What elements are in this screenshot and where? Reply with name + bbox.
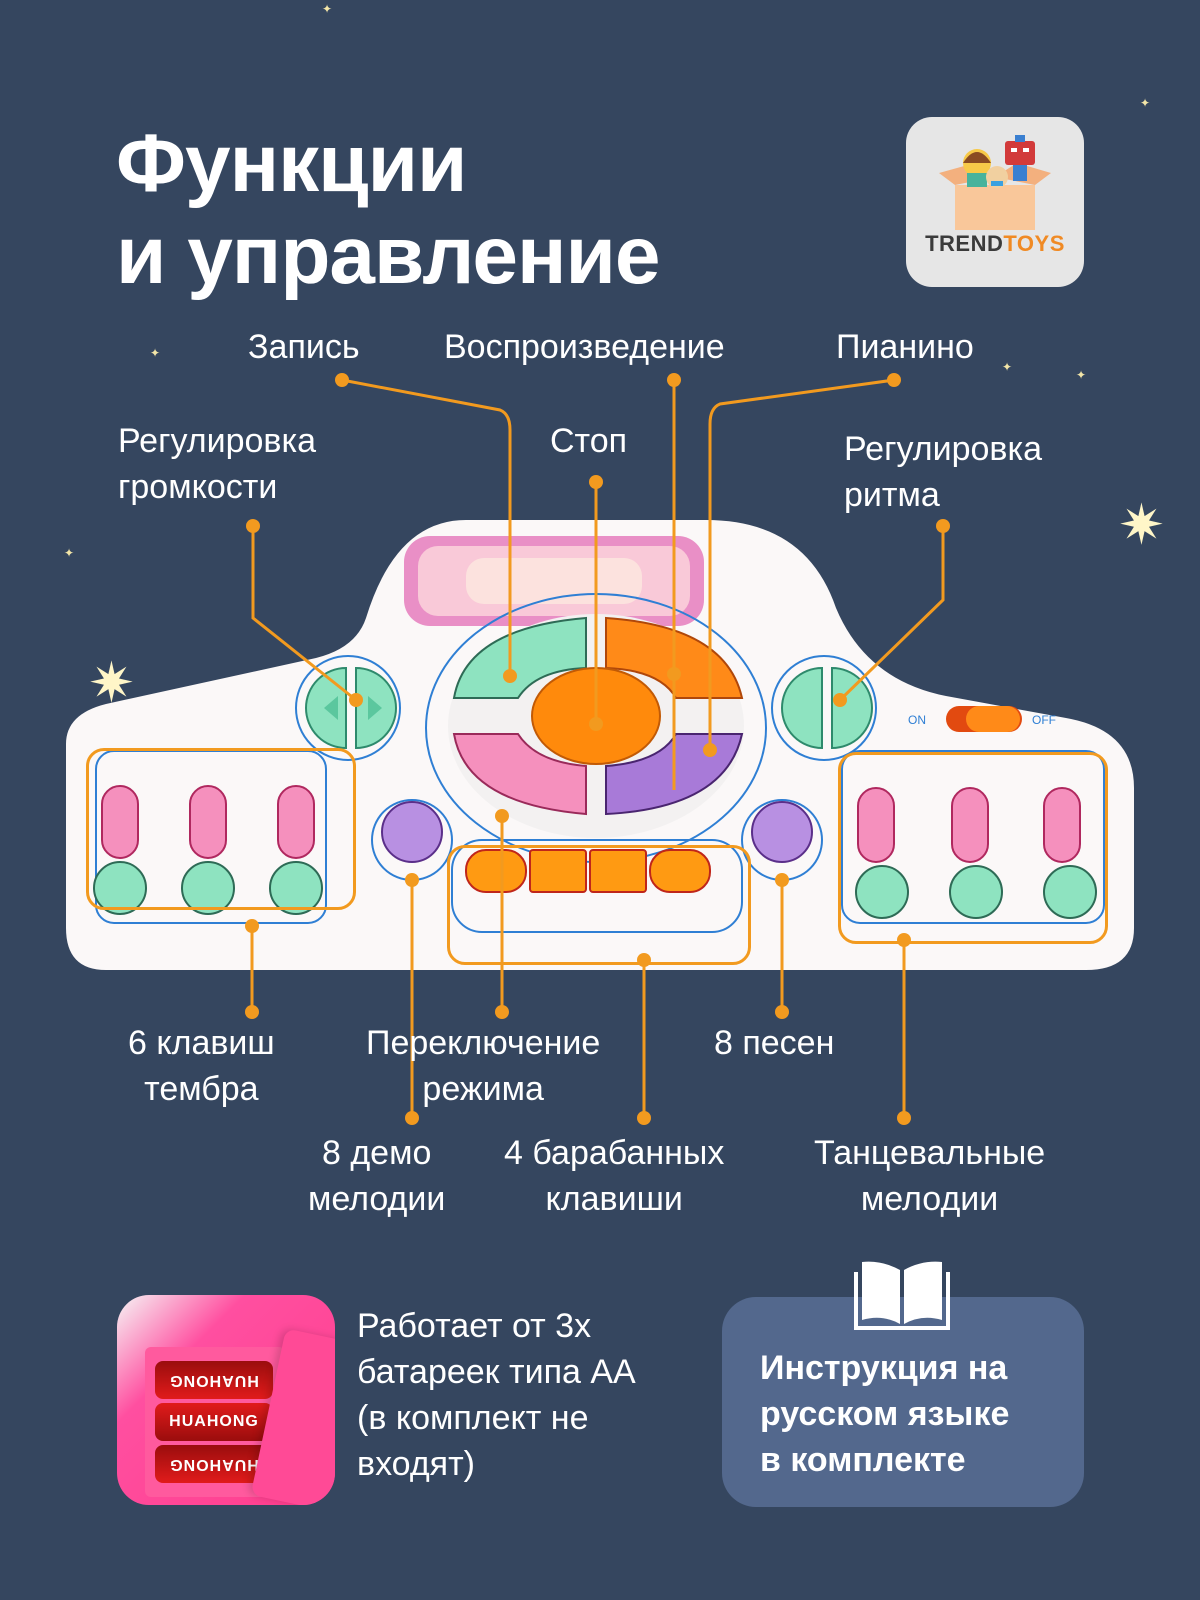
battery-text-line-1: Работает от 3х <box>357 1307 592 1345</box>
label-drum-keys: 4 барабанных клавиши <box>504 1130 724 1222</box>
drum-keys-highlight <box>447 845 751 965</box>
battery-info-text: Работает от 3х батареек типа АА (в компл… <box>357 1303 636 1487</box>
battery-text-line-4: входят) <box>357 1445 475 1483</box>
title-line-2: и управление <box>116 210 661 301</box>
label-demo-melodies: 8 демо мелодии <box>308 1130 445 1222</box>
star-decoration: ✦ <box>1002 360 1013 374</box>
manual-text-line-1: Инструкция на <box>760 1349 1008 1387</box>
title-line-1: Функции <box>116 118 467 209</box>
label-demo-line-2: мелодии <box>308 1180 446 1218</box>
label-rhythm-line-1: Регулировка <box>844 430 1042 468</box>
toy-control-panel: ON OFF <box>66 520 1134 970</box>
label-dance-line-2: мелодии <box>860 1180 999 1218</box>
brand-logo: TRENDTOYS <box>906 117 1084 287</box>
label-drums-line-1: 4 барабанных <box>504 1134 725 1172</box>
manual-text-line-2: русском языке <box>760 1395 1010 1433</box>
label-timbre-line-2: тембра <box>144 1070 259 1108</box>
battery-compartment-photo: HUAHONG HUAHONG HUAHONG <box>117 1295 335 1505</box>
label-dance-melodies: Танцевальные мелодии <box>814 1130 1045 1222</box>
label-songs: 8 песен <box>714 1024 835 1062</box>
logo-word-trend: TREND <box>925 231 1004 256</box>
label-rhythm-control: Регулировка ритма <box>844 426 1042 518</box>
label-volume-line-2: громкости <box>118 468 278 506</box>
manual-info-card: Инструкция на русском языке в комплекте <box>722 1297 1084 1507</box>
page-title: Функции и управление <box>116 118 661 302</box>
manual-text-line-3: в комплекте <box>760 1441 966 1479</box>
label-drums-line-2: клавиши <box>545 1180 683 1218</box>
label-timbre-line-1: 6 клавиш <box>128 1024 275 1062</box>
label-dance-line-1: Танцевальные <box>814 1134 1046 1172</box>
star-decoration: ✦ <box>322 2 333 16</box>
logo-word-toys: TOYS <box>1003 231 1065 256</box>
label-mode-line-1: Переключение <box>366 1024 601 1062</box>
label-stop: Стоп <box>550 422 628 460</box>
battery-text-line-3: (в комплект не <box>357 1399 589 1437</box>
label-record: Запись <box>248 328 360 366</box>
star-decoration: ✦ <box>150 346 161 360</box>
star-decoration: ✦ <box>64 546 75 560</box>
battery-aa: HUAHONG <box>155 1361 273 1399</box>
label-volume-control: Регулировка громкости <box>118 418 316 510</box>
svg-text:OFF: OFF <box>1032 713 1056 727</box>
battery-aa: HUAHONG <box>155 1403 273 1441</box>
label-volume-line-1: Регулировка <box>118 422 316 460</box>
dance-keys-highlight <box>838 752 1108 944</box>
logo-wordmark: TRENDTOYS <box>906 231 1084 257</box>
battery-text-line-2: батареек типа АА <box>357 1353 636 1391</box>
star-decoration: ✦ <box>1076 368 1087 382</box>
label-mode-line-2: режима <box>422 1070 544 1108</box>
label-playback: Воспроизведение <box>444 328 725 366</box>
toy-box-icon <box>939 135 1051 230</box>
svg-text:ON: ON <box>908 713 926 727</box>
label-rhythm-line-2: ритма <box>844 476 940 514</box>
star-decoration: ✦ <box>1140 96 1151 110</box>
open-book-icon <box>854 1261 950 1330</box>
label-piano: Пианино <box>836 328 974 366</box>
timbre-keys-highlight <box>86 748 356 910</box>
label-demo-line-1: 8 демо <box>321 1134 432 1172</box>
star-burst-decoration: ✷ <box>1118 493 1165 556</box>
label-timbre-keys: 6 клавиш тембра <box>128 1020 275 1112</box>
label-mode-switch: Переключение режима <box>366 1020 600 1112</box>
